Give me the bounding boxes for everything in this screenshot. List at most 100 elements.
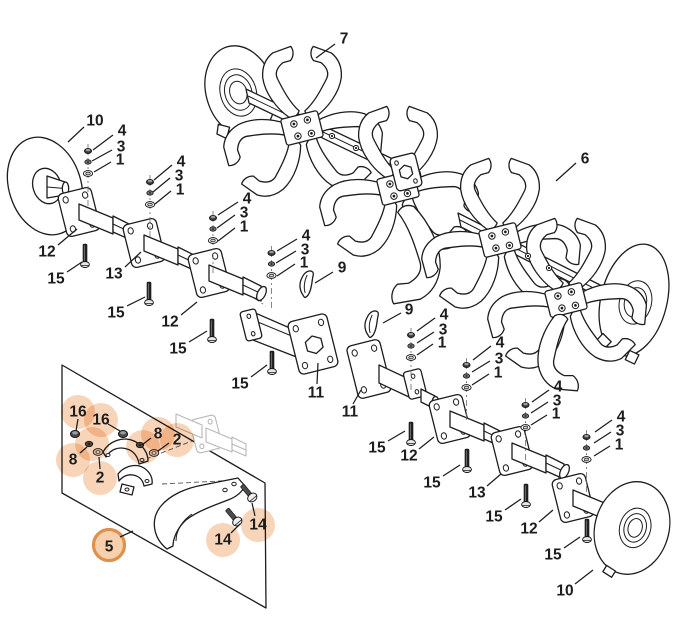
part-callout-2: 2 [96, 470, 105, 487]
disc-right [593, 481, 671, 578]
callout-leader [276, 238, 298, 252]
callout-leader [275, 250, 297, 264]
callout-leader [153, 164, 173, 181]
part-callout-14: 14 [249, 517, 267, 534]
callout-leader [387, 430, 406, 442]
clip-9-right [364, 310, 379, 339]
part-callout-3: 3 [495, 351, 504, 368]
right-coupler-chain [346, 339, 671, 578]
callout-leader [93, 161, 112, 173]
callout-leader [530, 401, 549, 414]
callout-leader [593, 431, 612, 444]
coupler-12-left-2 [186, 246, 270, 303]
highlight-ring [91, 527, 127, 563]
callout-leader [416, 331, 435, 344]
highlight-blob [241, 508, 275, 542]
part-callout-3: 3 [301, 242, 310, 259]
callout-leader [538, 509, 554, 523]
hex-end-plate [389, 152, 423, 192]
part-callout-6: 6 [581, 151, 590, 168]
part-callout-3: 3 [616, 423, 625, 440]
callout-leader [67, 126, 85, 143]
part-callout-16: 16 [69, 404, 87, 421]
part-callout-1: 1 [494, 365, 503, 382]
tine-assembly-7 [204, 37, 480, 310]
callout-leader [216, 214, 236, 229]
callout-leader [471, 373, 490, 386]
part-callout-1: 1 [176, 182, 185, 199]
callout-leader [217, 227, 236, 242]
callout-leader [124, 251, 142, 268]
highlight-blob [84, 403, 118, 437]
callout-leader [57, 228, 78, 246]
part-callout-13: 13 [468, 485, 486, 502]
part-callout-10: 10 [86, 113, 103, 130]
part-callout-4: 4 [440, 307, 449, 324]
shield-disc [204, 45, 276, 140]
callout-leader [152, 177, 171, 193]
callout-leader [472, 345, 492, 361]
callout-leader [416, 317, 436, 332]
coupler-11-left [239, 308, 339, 375]
part-callout-14: 14 [214, 532, 232, 549]
part-callout-15: 15 [169, 341, 187, 358]
part-callout-16: 16 [92, 412, 110, 429]
part-callout-3: 3 [439, 322, 448, 339]
callout-leader [315, 43, 336, 59]
callout-leader [75, 418, 79, 432]
callout-leader [442, 464, 461, 477]
callout-leader [188, 330, 208, 343]
nut-16 [117, 430, 129, 438]
callout-leader [471, 360, 491, 373]
callout-leader [79, 446, 88, 454]
callout-leader [574, 569, 594, 585]
part-callout-15: 15 [231, 376, 249, 393]
part-callout-3: 3 [175, 168, 184, 185]
callout-leader [593, 445, 611, 457]
callout-leader [107, 423, 121, 432]
highlight-blob [206, 523, 240, 557]
callout-leader [154, 190, 172, 205]
part-callout-4: 4 [118, 123, 127, 140]
part-callout-1: 1 [240, 219, 249, 236]
callout-leader [486, 473, 502, 487]
part-callout-4: 4 [554, 379, 563, 396]
part-callout-15: 15 [423, 475, 441, 492]
part-callout-3: 3 [240, 205, 249, 222]
part-callout-13: 13 [105, 266, 123, 283]
highlight-blob [160, 423, 194, 457]
part-callout-15: 15 [107, 305, 125, 322]
part-callout-8: 8 [69, 452, 78, 469]
part-callout-10: 10 [556, 583, 573, 600]
callout-leader [352, 389, 362, 405]
part-callout-4: 4 [617, 409, 626, 426]
part-callout-12: 12 [38, 244, 55, 261]
coupler-13-right [489, 424, 573, 481]
part-callout-4: 4 [496, 335, 505, 352]
left-coupler-chain [6, 136, 339, 375]
part-callout-3: 3 [117, 139, 126, 156]
part-callout-8: 8 [154, 426, 163, 443]
callout-leader [563, 536, 581, 549]
part-callout-1: 1 [552, 406, 561, 423]
callout-leader [250, 364, 268, 378]
callout-leader [119, 530, 134, 538]
callout-leader [531, 389, 550, 403]
tine-assembly-6 [420, 155, 670, 394]
kit-tine-blade [153, 477, 246, 550]
callout-leader [217, 201, 239, 216]
callout-leader [382, 312, 402, 324]
part-callout-12: 12 [400, 448, 417, 465]
part-callout-2: 2 [173, 432, 182, 449]
part-callout-9: 9 [338, 260, 347, 277]
callout-leader [98, 456, 101, 470]
callout-leader [91, 149, 113, 162]
part-callout-1: 1 [116, 152, 125, 169]
callout-leader [276, 263, 296, 277]
part-callout-1: 1 [615, 437, 624, 454]
part-callout-3: 3 [553, 393, 562, 410]
callout-leader [66, 261, 83, 273]
callout-leader [92, 134, 114, 151]
